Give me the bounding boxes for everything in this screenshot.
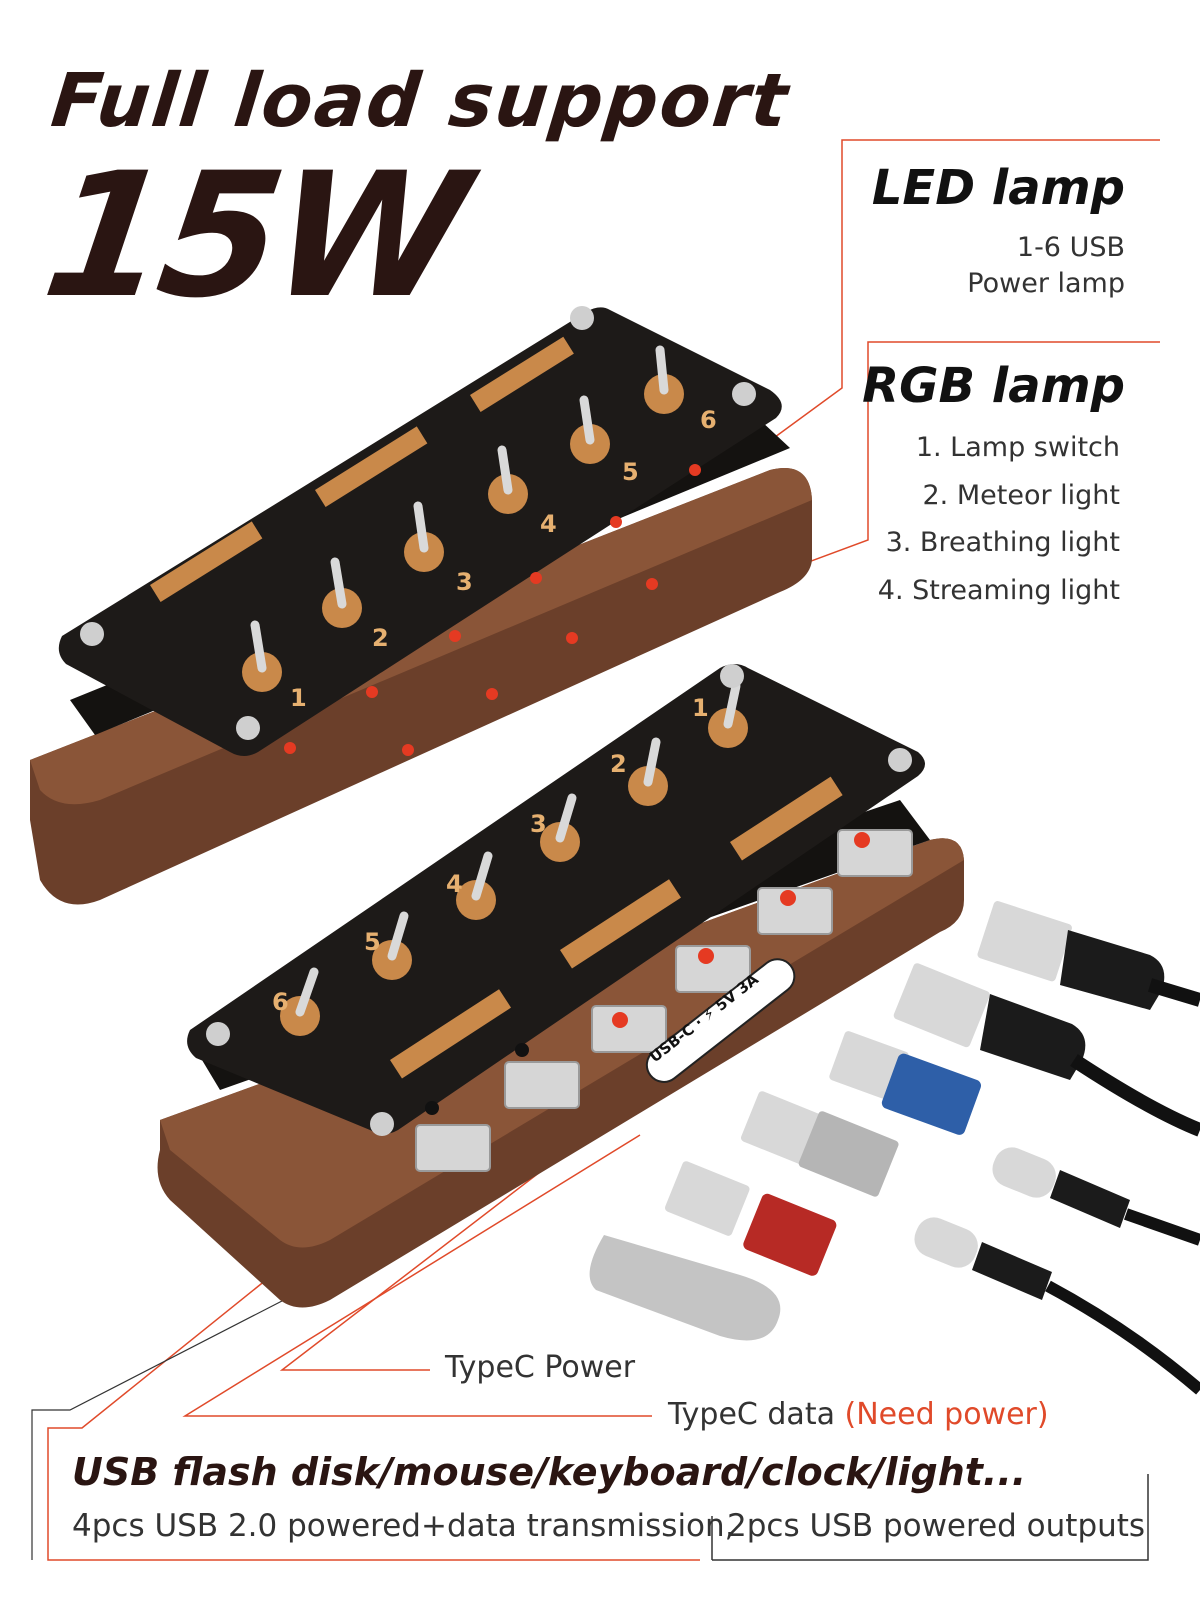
flash-drive (589, 1235, 781, 1341)
led-lamp-line-2: Power lamp (967, 268, 1125, 299)
usb-desc-left: 4pcs USB 2.0 powered+data transmission, (72, 1508, 735, 1544)
toggle-number-lower: 3 (530, 810, 547, 838)
typec-power-label: TypeC Power (445, 1350, 636, 1385)
led-lamp-line-1: 1-6 USB (1016, 232, 1125, 263)
usb-desc-right: 2pcs USB powered outputs (727, 1508, 1146, 1544)
usb-grey-dongle (740, 1091, 899, 1197)
typec-data-note: (Need power) (844, 1397, 1049, 1432)
rgb-mode-1: 1. Lamp switch (915, 432, 1120, 463)
toggle-number-upper: 4 (540, 510, 557, 538)
toggle-number-upper: 1 (290, 684, 307, 712)
toggle-number-lower: 4 (446, 870, 463, 898)
toggle-number-lower: 1 (692, 694, 709, 722)
toggle-number-upper: 6 (700, 406, 717, 434)
toggle-number-upper: 5 (622, 458, 639, 486)
toggle-number-lower: 2 (610, 750, 627, 778)
usb-c-cable-2 (914, 1217, 1200, 1395)
toggle-number-lower: 5 (364, 928, 381, 956)
toggle-number-upper: 3 (456, 568, 473, 596)
rgb-mode-4: 4. Streaming light (877, 575, 1120, 606)
usb-a-cable-1 (977, 901, 1200, 1010)
usb-red-dongle (664, 1161, 837, 1276)
devices-title: USB flash disk/mouse/keyboard/clock/ligh… (72, 1450, 1027, 1494)
led-lamp-title: LED lamp (871, 160, 1125, 216)
rgb-lamp-title: RGB lamp (862, 358, 1125, 414)
rgb-mode-2: 2. Meteor light (922, 480, 1121, 511)
usb-a-cable-2 (893, 963, 1200, 1137)
usb-blue-dongle (829, 1031, 982, 1135)
typec-data-label: TypeC data (668, 1397, 835, 1432)
usb-c-cable-1 (992, 1147, 1200, 1246)
rgb-mode-3: 3. Breathing light (885, 527, 1120, 558)
board-lower (187, 664, 925, 1134)
toggle-number-upper: 2 (372, 624, 389, 652)
typec-data-callout: TypeC data (Need power) (668, 1397, 1049, 1432)
toggle-number-lower: 6 (272, 988, 289, 1016)
